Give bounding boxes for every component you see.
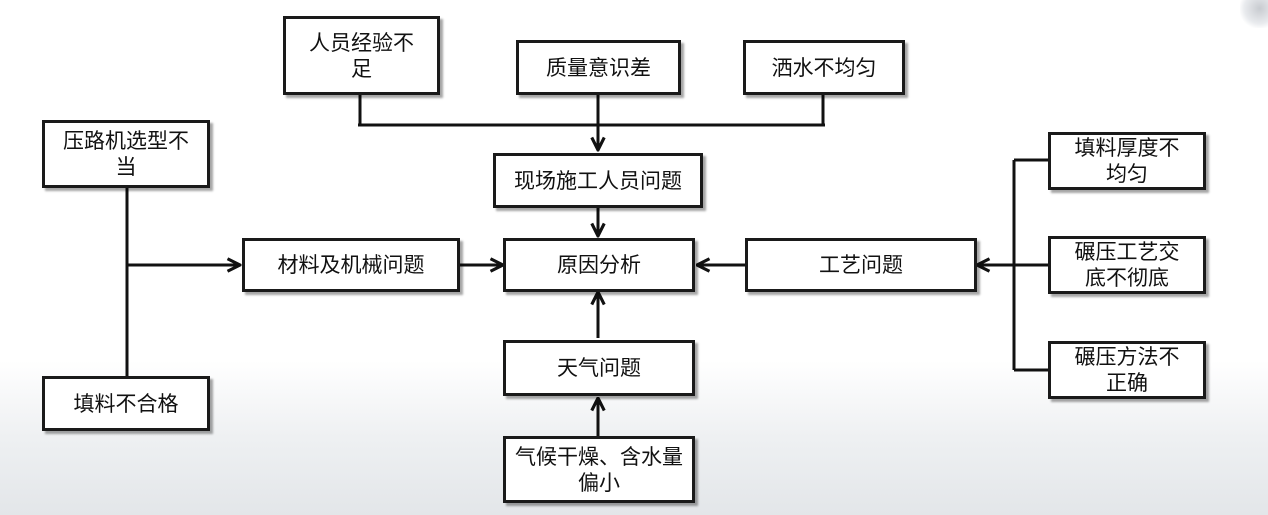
factor-box-fill-thickness: 填料厚度不均匀 (1048, 132, 1206, 190)
cause-box-materials-machinery: 材料及机械问题 (242, 238, 460, 292)
factor-box-quality-awareness: 质量意识差 (516, 40, 681, 95)
center-box-cause-analysis: 原因分析 (503, 238, 695, 292)
cause-label: 天气问题 (557, 356, 641, 380)
cause-box-site-staff: 现场施工人员问题 (493, 153, 703, 208)
factor-label: 压路机选型不当 (63, 129, 189, 179)
factor-box-uneven-watering: 洒水不均匀 (743, 40, 905, 95)
factor-label: 质量意识差 (546, 55, 651, 80)
factor-box-staff-experience: 人员经验不足 (283, 16, 440, 95)
cause-label: 材料及机械问题 (277, 253, 425, 277)
factor-label: 气候干燥、含水量偏小 (515, 444, 683, 495)
cause-label: 工艺问题 (819, 253, 903, 277)
factor-label: 洒水不均匀 (771, 55, 877, 80)
factor-label: 填料不合格 (73, 391, 179, 416)
factor-label: 碾压方法不正确 (1074, 345, 1180, 395)
cause-label: 现场施工人员问题 (514, 168, 682, 193)
decorative-corner-mark (1240, 0, 1268, 28)
factor-box-unqualified-fill: 填料不合格 (42, 376, 210, 431)
factor-box-compaction-method: 碾压方法不正确 (1048, 341, 1206, 399)
factor-box-roller-selection: 压路机选型不当 (42, 120, 210, 188)
cause-box-weather: 天气问题 (503, 340, 695, 396)
factor-label: 填料厚度不均匀 (1074, 136, 1180, 186)
center-label: 原因分析 (557, 253, 641, 277)
factor-box-compaction-briefing: 碾压工艺交底不彻底 (1048, 236, 1206, 294)
factor-label: 碾压工艺交底不彻底 (1074, 240, 1180, 290)
factor-box-dry-climate: 气候干燥、含水量偏小 (503, 436, 695, 503)
factor-label: 人员经验不足 (309, 30, 414, 81)
cause-box-process: 工艺问题 (745, 238, 977, 292)
